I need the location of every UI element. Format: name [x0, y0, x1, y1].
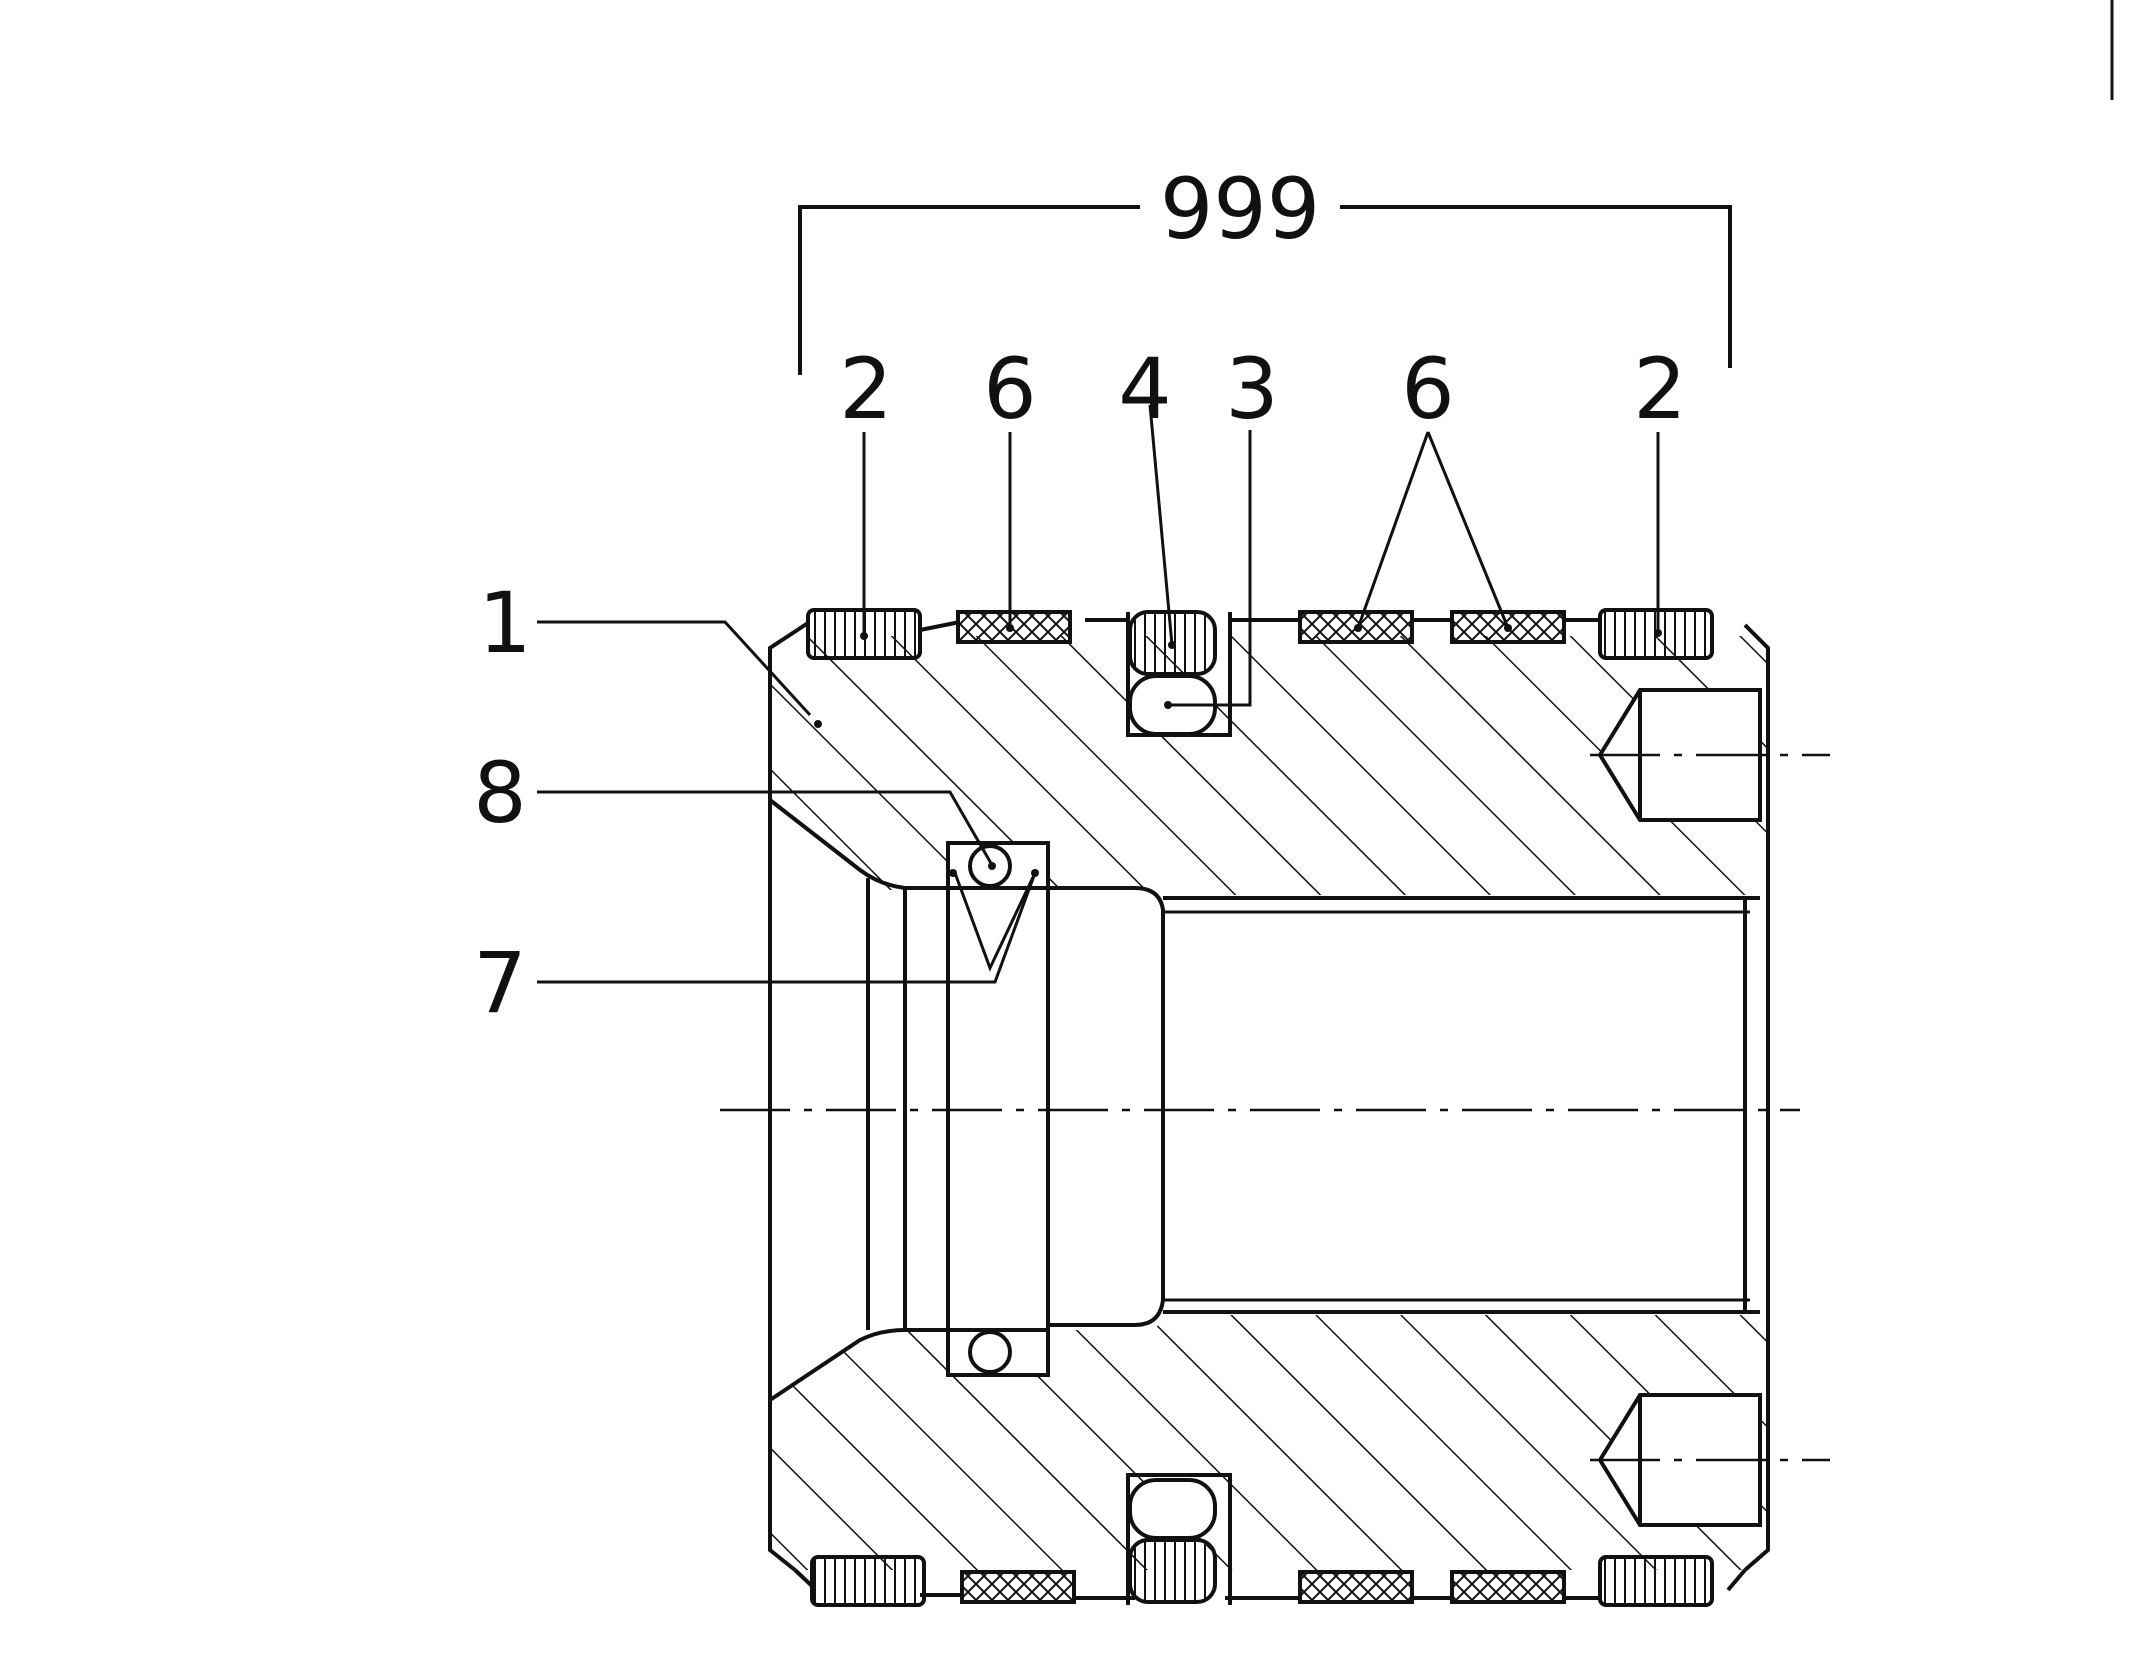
- guide-band-lower-3: [1450, 1570, 1566, 1604]
- dimension-bracket: [798, 205, 1732, 375]
- callout-6-right: 6: [1401, 340, 1454, 438]
- spring-seal-upper: [946, 841, 1050, 972]
- callout-6-left: 6: [983, 340, 1036, 438]
- callout-7: 7: [473, 934, 526, 1032]
- body-section-hatch: [770, 636, 1768, 1570]
- guide-band-lower-1: [960, 1570, 1076, 1604]
- threaded-hole-upper: [1590, 688, 1830, 822]
- dimension-label: 999: [1160, 160, 1320, 258]
- body-outline: [768, 618, 1770, 1600]
- guide-band-upper-1: [956, 610, 1072, 644]
- seal-assembly-lower: [1126, 1473, 1232, 1605]
- callout-2-left: 2: [839, 340, 892, 438]
- guide-band-lower-2: [1298, 1570, 1414, 1604]
- wear-ring-lower-right: [1598, 1555, 1714, 1607]
- callout-1: 1: [478, 574, 531, 672]
- callout-8: 8: [473, 744, 526, 842]
- wear-ring-lower-left: [810, 1555, 926, 1607]
- callout-4: 4: [1118, 340, 1171, 438]
- callout-2-right: 2: [1633, 340, 1686, 438]
- leader-lines: [537, 404, 1662, 984]
- callout-3: 3: [1225, 340, 1278, 438]
- threaded-hole-lower: [1590, 1393, 1830, 1527]
- spring-seal-lower: [946, 1328, 1050, 1377]
